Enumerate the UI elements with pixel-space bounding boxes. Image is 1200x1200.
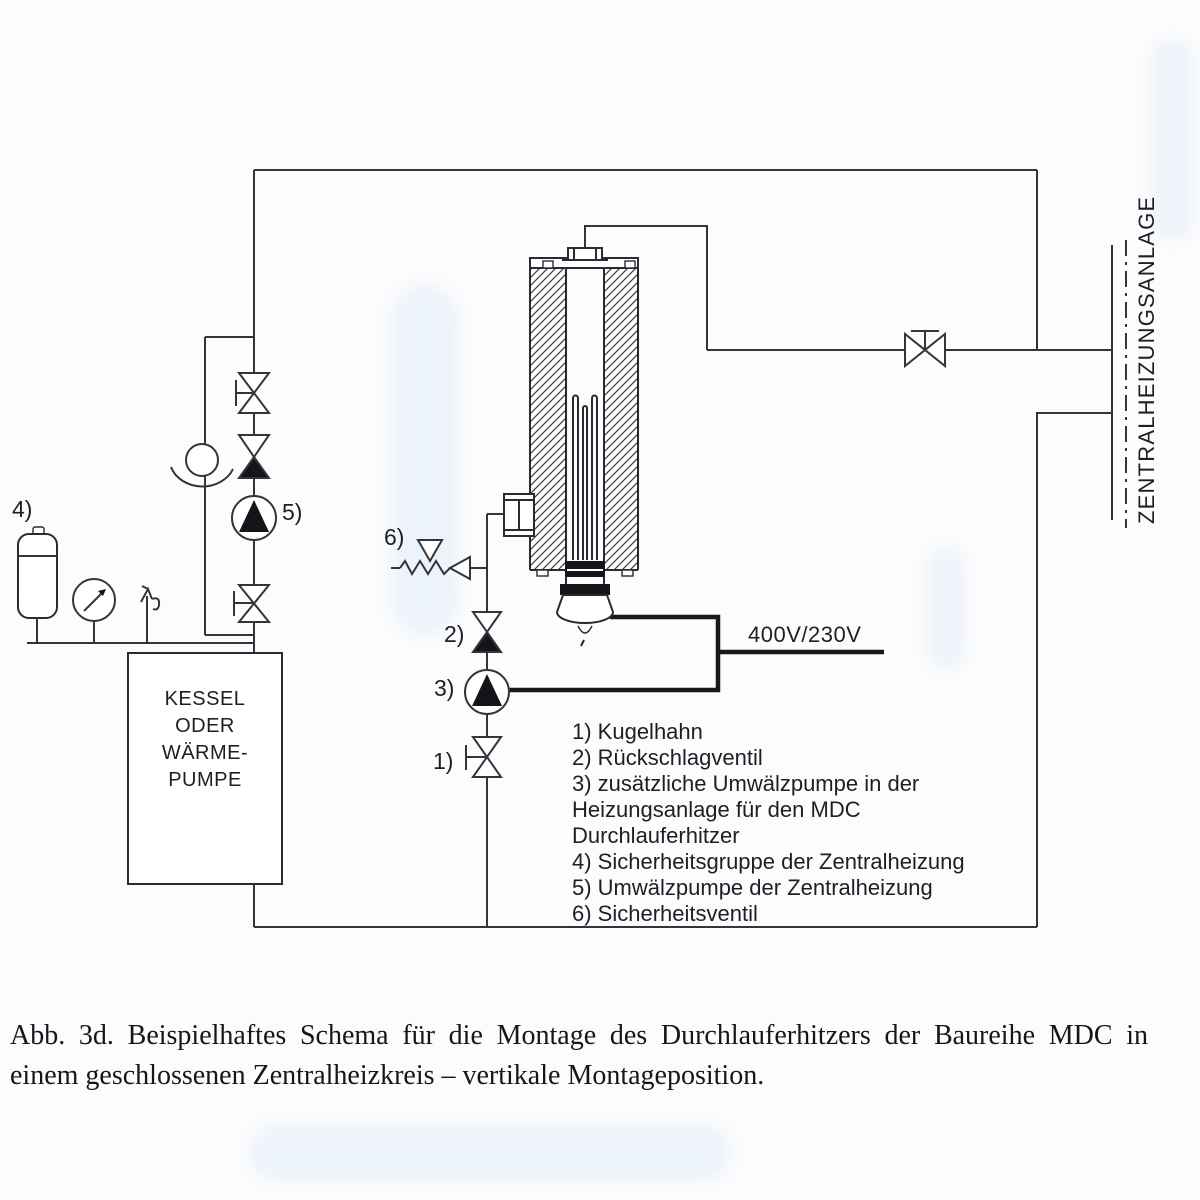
legend-item: 4) Sicherheitsgruppe der Zentralheizung	[572, 849, 965, 874]
power-cable	[509, 614, 884, 693]
heater-outlet-stub	[567, 247, 603, 261]
ball-valve-icon	[235, 372, 271, 414]
heater-unit	[503, 247, 639, 647]
boiler-box-label: KESSEL ODER WÄRME- PUMPE	[161, 688, 249, 791]
expansion-vessel-icon	[17, 526, 58, 643]
check-valve-icon	[471, 611, 503, 653]
callout-4: 4)	[12, 496, 33, 522]
ball-valve-icon	[233, 584, 272, 623]
legend-item: 6) Sicherheitsventil	[572, 901, 758, 926]
caption-line-1: Abb. 3d. Beispielhaftes Schema für die M…	[10, 1020, 1148, 1051]
legend-item: 5) Umwälzpumpe der Zentralheizung	[572, 875, 933, 900]
pressure-gauge-icon	[72, 578, 116, 643]
heater-wall-right	[604, 268, 638, 570]
system-boundary-lines	[1111, 240, 1127, 528]
ball-valve-icon	[465, 736, 503, 778]
system-boundary-label: ZENTRALHEIZUNGSANLAGE	[1134, 195, 1159, 524]
heater-wall-left	[530, 268, 566, 570]
power-supply-label: 400V/230V	[748, 622, 862, 647]
callout-2: 2)	[444, 621, 465, 647]
schematic-drawing	[17, 169, 1127, 928]
legend-item: 2) Rückschlagventil	[572, 745, 763, 770]
callout-3: 3)	[434, 675, 455, 701]
safety-valve-icon	[391, 539, 487, 581]
pump-icon-central-heating	[231, 495, 277, 541]
check-valve-icon	[237, 434, 271, 479]
air-vent-icon	[140, 585, 161, 643]
scan-artifact	[250, 1125, 730, 1180]
callout-5: 5)	[282, 499, 303, 525]
pump-icon-mdc-loop	[464, 669, 510, 715]
figure-caption: Abb. 3d. Beispielhaftes Schema für die M…	[10, 1016, 1148, 1096]
boiler-box	[127, 652, 283, 885]
shutoff-valve-icon	[904, 330, 946, 369]
element-bell	[555, 594, 615, 624]
legend-item: 3) zusätzliche Umwälzpumpe in der Heizun…	[572, 771, 920, 848]
callout-1: 1)	[433, 748, 454, 774]
heater-inlet-port	[503, 493, 535, 537]
bypass-valve-icon	[170, 443, 234, 488]
element-flange	[555, 561, 615, 647]
heating-element	[572, 394, 598, 560]
caption-line-2: einem geschlossenen Zentralheizkreis – v…	[10, 1060, 765, 1091]
callout-6: 6)	[384, 524, 405, 550]
legend-item: 1) Kugelhahn	[572, 719, 703, 744]
